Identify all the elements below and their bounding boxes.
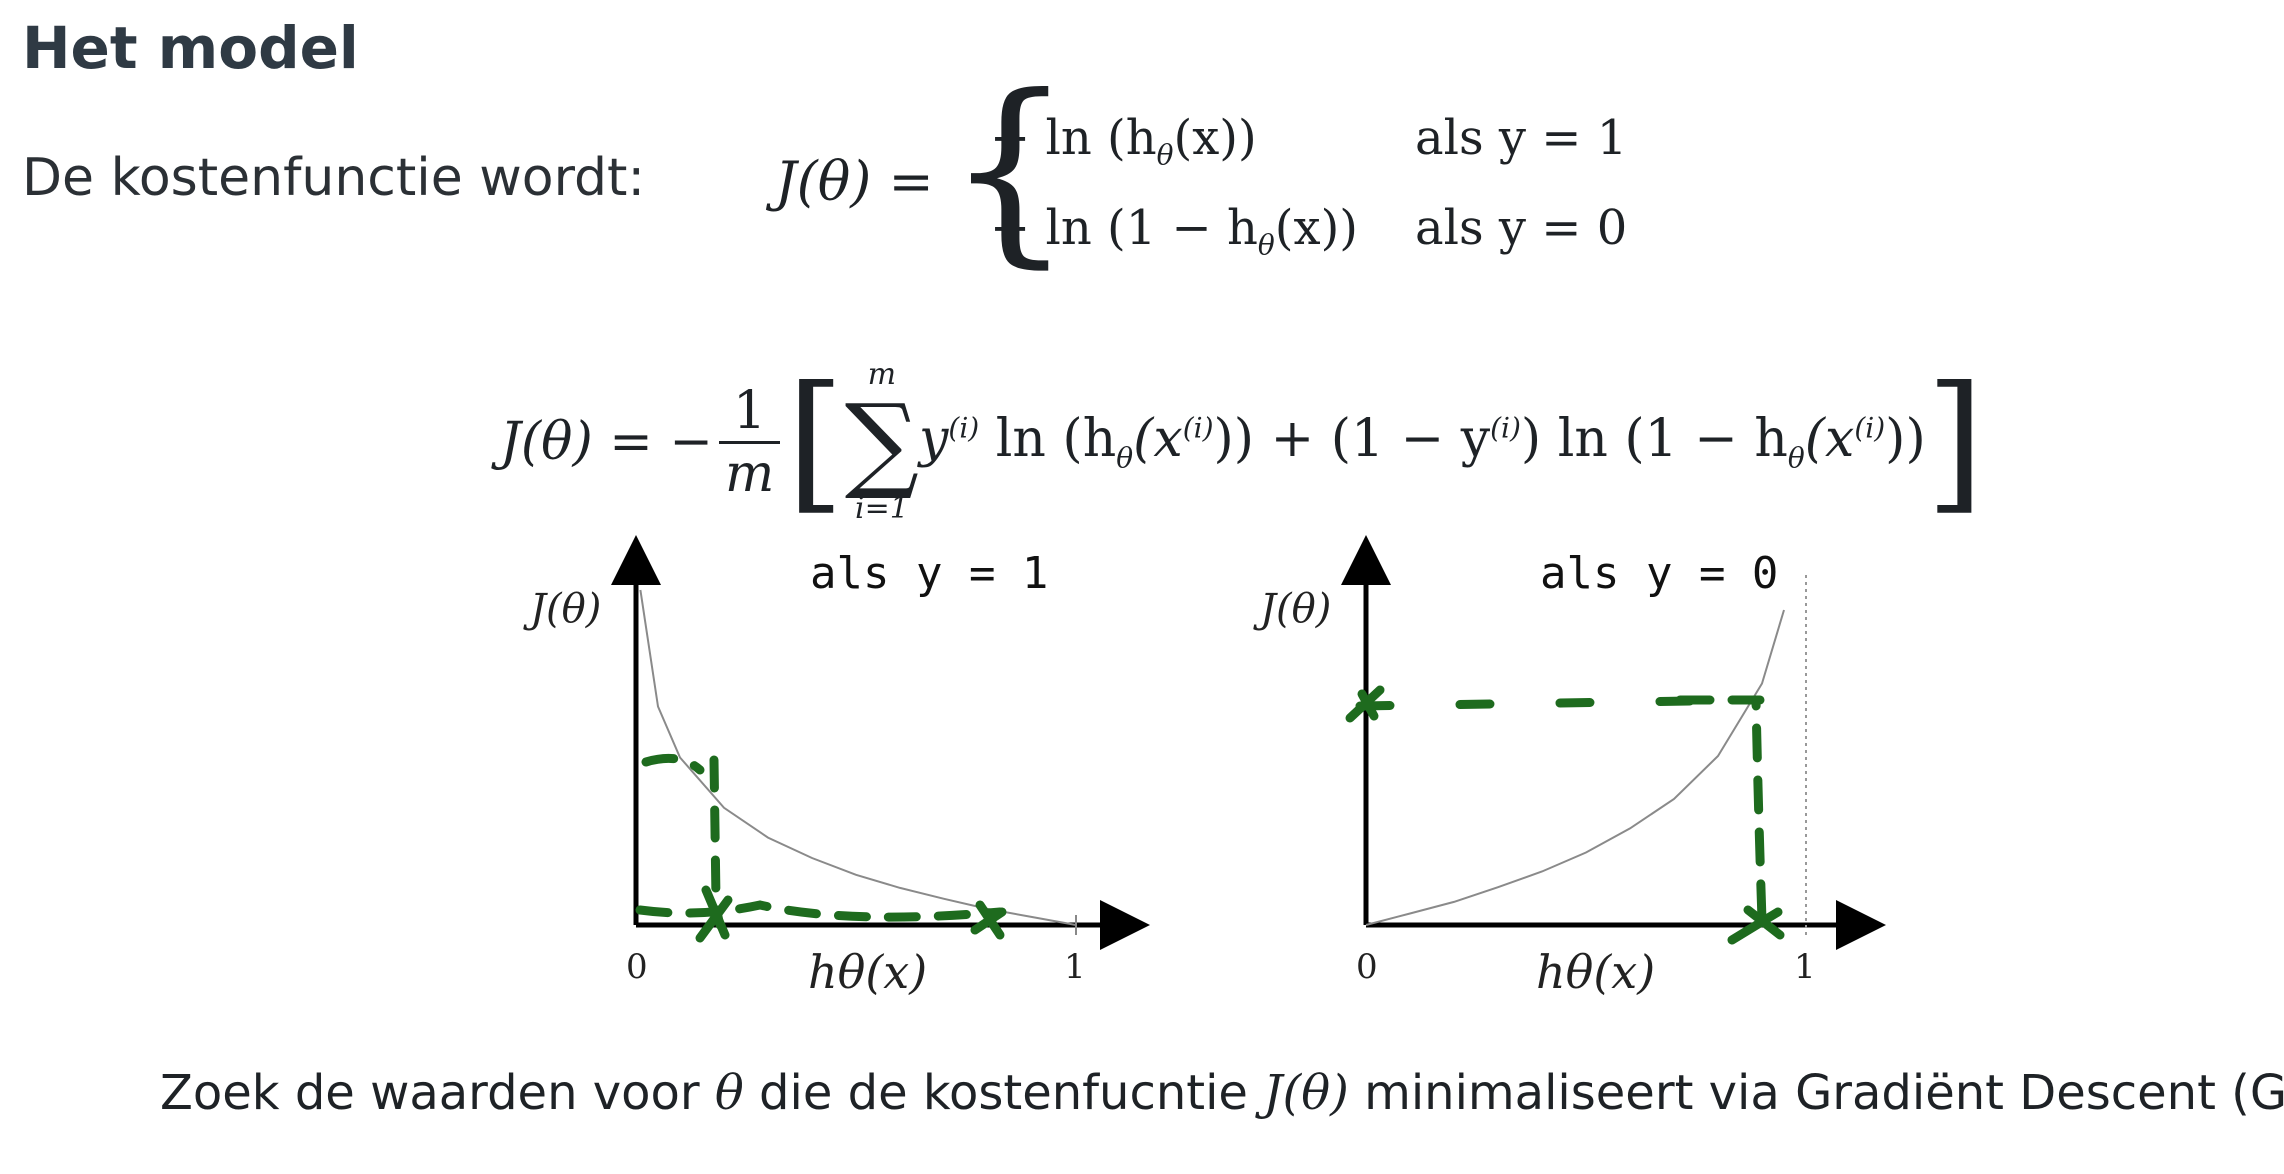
right-x-label: hθ(x) [1536,945,1655,999]
sup-i-1: (i) [948,411,980,445]
term-y: y [919,409,949,470]
footnote-part-c: minimaliseert via Gradiënt Descent (GDS)… [1364,1065,2284,1121]
plot-y-equals-1: als y = 1 J(θ) hθ(x) 0 1 [523,535,1150,999]
right-y-label: J(θ) [1253,586,1331,632]
piecewise-lhs-text: J(θ) = [775,150,934,213]
term-close: )) [1885,409,1926,470]
case1-expression: − ln (hθ(x)) [990,110,1257,172]
right-cost-curve [1365,609,1785,926]
sum-upper-limit: m [867,357,897,392]
case1-condition: als y = 1 [1415,110,1628,166]
left-annotation-crosses [695,885,1007,943]
left-y-label: J(θ) [523,586,601,632]
footnote-j-theta: J(θ) [1263,1065,1349,1121]
left-plot-title: als y = 1 [810,548,1048,599]
footnote-part-a: Zoek de waarden voor [160,1065,715,1121]
fraction-numerator: 1 [718,381,781,444]
right-x0-label: 0 [1356,947,1378,987]
term-ln-one-minus-h: ) ln (1 − h [1520,409,1788,470]
term-ln-h: ln (h [979,409,1117,470]
case1-expr-rest: (x)) [1173,110,1257,166]
sum-lower-limit: i=1 [854,491,909,526]
left-bracket: [ [786,355,845,529]
right-x1-label: 1 [1794,947,1816,987]
summation: m∑i=1 [845,360,919,524]
left-cost-curve [639,589,1077,926]
right-annotation-vertical [1675,695,1767,925]
case2-expr-rest: (x)) [1274,200,1359,256]
fraction-denominator: m [724,443,775,504]
term-x: (x [1133,409,1183,470]
footnote-theta: θ [714,1065,744,1121]
term-plus-one-minus-y: )) + (1 − y [1213,409,1491,470]
left-x0-label: 0 [626,947,648,987]
plot-y-equals-0: als y = 0 J(θ) hθ(x) 0 1 [1253,535,1886,999]
case2-expression: − ln (1 − hθ(x)) [990,200,1359,262]
left-x1-label: 1 [1064,947,1086,987]
right-bracket: ] [1925,355,1985,529]
left-x-label: hθ(x) [808,945,927,999]
piecewise-lhs: J(θ) = [775,150,934,213]
full-cost-lhs: J(θ) = − [500,412,713,472]
case2-expr-text: − ln (1 − h [990,200,1258,256]
sup-i-4: (i) [1854,411,1886,445]
sup-i-2: (i) [1182,411,1214,445]
sigma-symbol: ∑ [844,381,920,503]
term-x-2: (x [1804,409,1855,470]
footnote: Zoek de waarden voor θ die de kostenfucn… [160,1065,2284,1121]
case1-expr-text: − ln (h [990,110,1157,166]
footnote-part-b: die de kostenfucntie [743,1065,1264,1121]
right-plot-title: als y = 0 [1540,548,1778,599]
right-annotation-crosses [1345,685,1785,945]
sup-i-3: (i) [1490,411,1521,445]
piecewise-brace: { [946,53,1074,286]
cost-function-intro: De kostenfunctie wordt: [22,148,645,208]
case2-condition: als y = 0 [1415,200,1628,256]
slide-title: Het model [22,14,359,82]
